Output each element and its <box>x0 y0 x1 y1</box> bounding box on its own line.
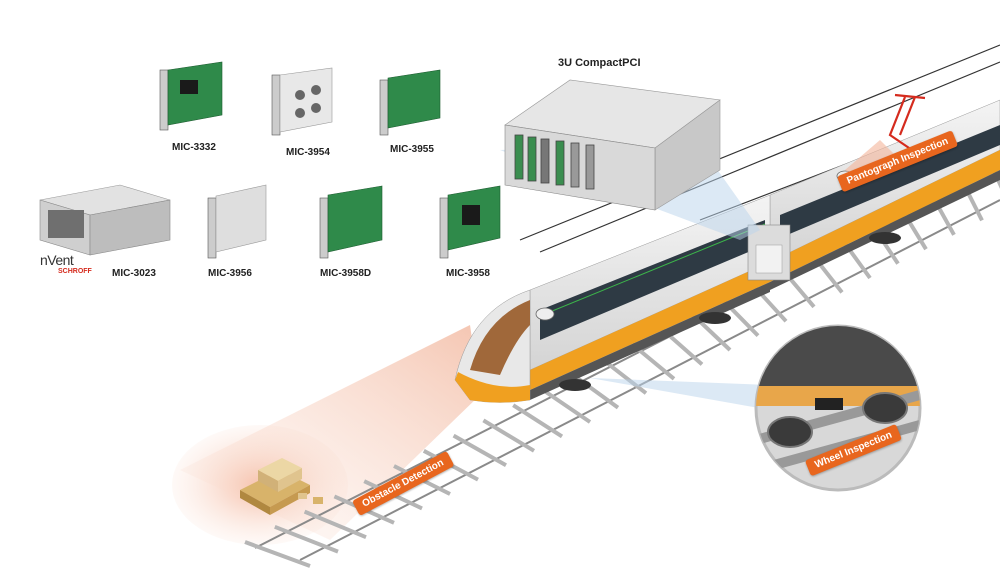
track-sleeper <box>601 358 648 395</box>
card-label-mic-3332: MIC-3332 <box>172 142 216 153</box>
track-sleeper <box>274 524 339 554</box>
card-mic-3958d <box>319 185 383 259</box>
card-mic-3023 <box>39 184 171 256</box>
card-label-mic-3956: MIC-3956 <box>208 268 252 279</box>
compactpci-chassis <box>504 79 721 211</box>
card-label-mic-3955: MIC-3955 <box>390 144 434 155</box>
card-label-mic-3958: MIC-3958 <box>446 268 490 279</box>
card-label-mic-3958d: MIC-3958D <box>320 268 372 279</box>
card-label-mic-3954: MIC-3954 <box>286 147 330 158</box>
logo-sub: SCHROFF <box>58 268 92 275</box>
card-mic-3332 <box>159 61 223 131</box>
logo-brand: nVent <box>40 252 74 268</box>
card-mic-3954 <box>271 67 333 136</box>
pantograph <box>888 93 926 151</box>
wheel-link-beam <box>590 378 770 410</box>
track-sleeper <box>512 403 564 439</box>
obstacle-pallet <box>240 458 323 515</box>
track-sleeper <box>541 388 592 424</box>
card-label-mic-3023: MIC-3023 <box>112 268 156 279</box>
track-sleeper <box>303 509 367 540</box>
card-mic-3956 <box>207 184 267 259</box>
card-mic-3955 <box>379 69 441 136</box>
wheel-inspection-inset <box>754 324 922 492</box>
track-sleeper <box>482 418 536 453</box>
track-sleeper <box>452 433 507 467</box>
track-sleeper <box>244 540 311 568</box>
nvent-schroff-logo: nVent SCHROFF <box>40 252 92 275</box>
card-mic-3958 <box>439 185 501 259</box>
chassis-title: 3U CompactPCI <box>558 57 641 69</box>
